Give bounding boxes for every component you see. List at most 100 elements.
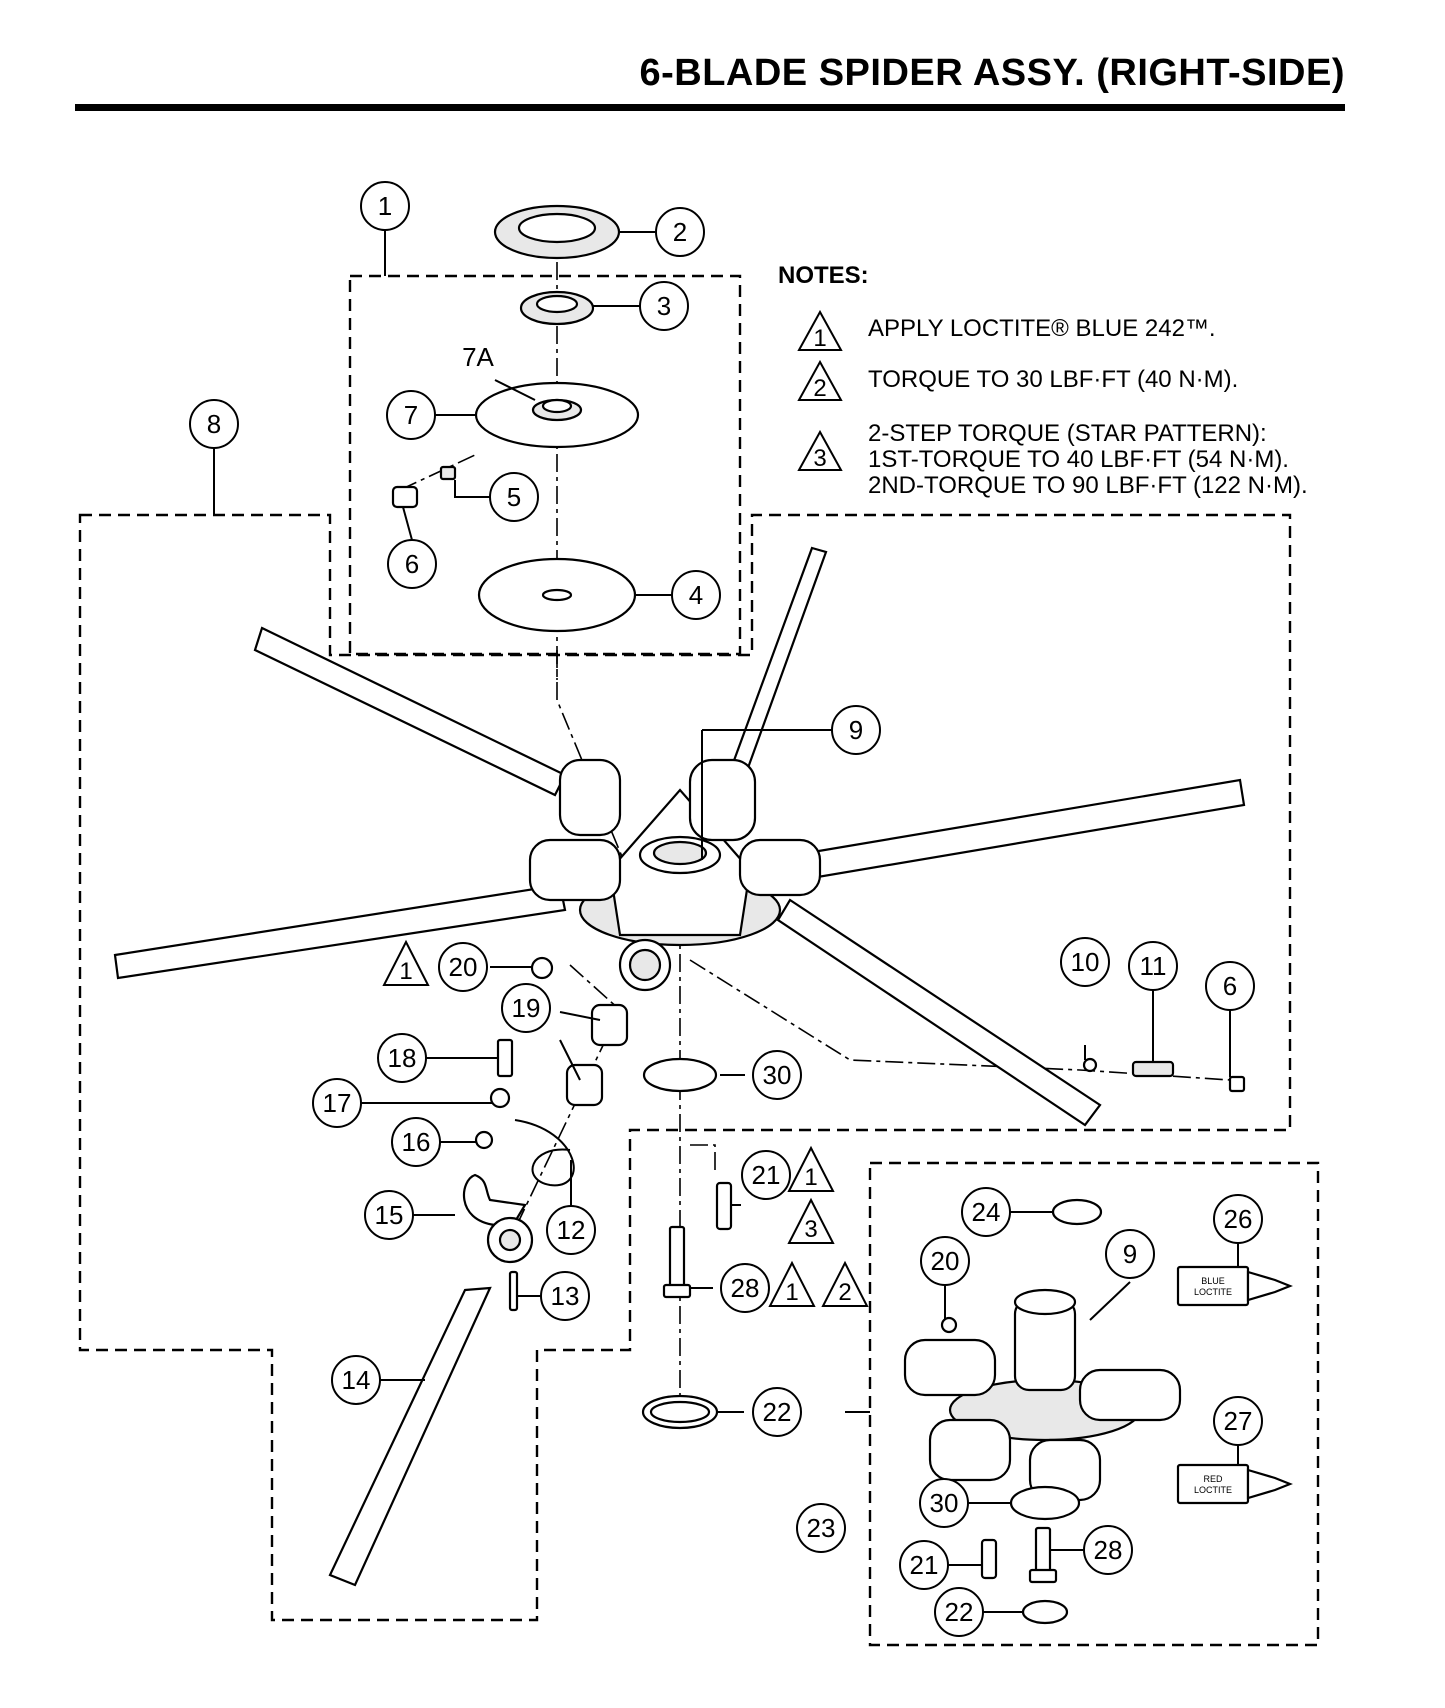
callout-5: 5	[489, 472, 539, 522]
svg-text:27: 27	[1224, 1406, 1253, 1436]
callout-17: 17	[312, 1078, 362, 1128]
svg-text:6: 6	[1223, 971, 1237, 1001]
part-15-bracket	[462, 1173, 534, 1264]
svg-text:1: 1	[378, 191, 392, 221]
kit-part-22-ring	[1021, 1599, 1069, 1625]
callout-2: 2	[655, 207, 705, 257]
svg-text:12: 12	[557, 1215, 586, 1245]
group-box-8	[78, 513, 1292, 1622]
callout-30b: 30	[919, 1478, 969, 1528]
svg-text:5: 5	[507, 482, 521, 512]
callout-1: 1	[360, 181, 410, 231]
part-20-note-triangle: 1	[382, 939, 430, 986]
callout-13: 13	[540, 1271, 590, 1321]
part-16-washer	[474, 1130, 494, 1150]
svg-text:9: 9	[849, 715, 863, 745]
svg-text:1: 1	[399, 958, 412, 985]
svg-text:15: 15	[375, 1200, 404, 1230]
callout-8: 8	[189, 399, 239, 449]
svg-text:14: 14	[342, 1365, 371, 1395]
callout-30: 30	[752, 1050, 802, 1100]
callout-21: 21	[741, 1150, 791, 1200]
svg-text:17: 17	[323, 1088, 352, 1118]
callout-3: 3	[639, 281, 689, 331]
notes-heading: NOTES:	[778, 262, 869, 289]
part-17-nut	[489, 1087, 511, 1109]
part-28-note-triangle-1: 1	[768, 1260, 816, 1307]
callout-24: 24	[961, 1187, 1011, 1237]
svg-text:10: 10	[1071, 947, 1100, 977]
note-3-line-3: 2ND-TORQUE TO 90 LBF·FT (122 N·M).	[868, 472, 1308, 499]
part-18-bolt	[496, 1038, 514, 1078]
callout-6: 6	[387, 539, 437, 589]
svg-text:2: 2	[813, 375, 826, 402]
page-title: 6-BLADE SPIDER ASSY. (RIGHT-SIDE)	[639, 52, 1345, 94]
callout-28: 28	[720, 1263, 770, 1313]
note-2-triangle: 2	[797, 359, 843, 402]
callout-7: 7	[386, 390, 436, 440]
part-13-pin	[508, 1270, 519, 1312]
callout-4: 4	[671, 570, 721, 620]
red-tube-label-1: RED	[1203, 1474, 1223, 1484]
callout-27: 27	[1213, 1396, 1263, 1446]
part-27-red-loctite-tube: RED LOCTITE	[1176, 1463, 1293, 1505]
part-10-11-6-fittings	[1082, 1057, 1246, 1093]
svg-text:3: 3	[657, 291, 671, 321]
callout-19: 19	[501, 983, 551, 1033]
callout-20b: 20	[920, 1236, 970, 1286]
blue-tube-label-1: BLUE	[1201, 1276, 1225, 1286]
part-4-disc	[477, 557, 637, 633]
note-1-text: APPLY LOCTITE® BLUE 242™.	[868, 315, 1216, 342]
part-2-seal	[493, 204, 621, 260]
svg-text:2: 2	[673, 217, 687, 247]
note-3-line-1: 2-STEP TORQUE (STAR PATTERN):	[868, 420, 1267, 447]
part-19-sleeves	[565, 1003, 629, 1107]
note-2-text: TORQUE TO 30 LBF·FT (40 N·M).	[868, 366, 1239, 393]
part-7-cover	[474, 381, 640, 449]
svg-text:24: 24	[972, 1197, 1001, 1227]
note-3-line-2: 1ST-TORQUE TO 40 LBF·FT (54 N·M).	[868, 446, 1289, 473]
callout-21b: 21	[899, 1540, 949, 1590]
svg-text:6: 6	[405, 549, 419, 579]
note-3-triangle: 3	[797, 429, 843, 472]
kit-part-28-bolt	[1028, 1526, 1058, 1584]
part-22-ring	[641, 1394, 719, 1430]
part-6-cap	[391, 485, 419, 509]
callout-18: 18	[377, 1033, 427, 1083]
kit-part-21-bolt	[980, 1538, 998, 1580]
svg-text:20: 20	[931, 1246, 960, 1276]
svg-text:4: 4	[689, 580, 703, 610]
callout-9: 9	[831, 705, 881, 755]
part-24-oring	[1051, 1198, 1103, 1226]
svg-text:30: 30	[930, 1488, 959, 1518]
callout-15: 15	[364, 1190, 414, 1240]
svg-text:1: 1	[804, 1164, 817, 1191]
part-5-fitting	[439, 465, 457, 481]
callout-16: 16	[391, 1117, 441, 1167]
svg-text:1: 1	[813, 325, 826, 352]
svg-text:18: 18	[388, 1043, 417, 1073]
svg-text:28: 28	[731, 1273, 760, 1303]
callout-6b: 6	[1205, 961, 1255, 1011]
blue-tube-label-2: LOCTITE	[1194, 1287, 1232, 1297]
part-12-spring	[514, 1119, 575, 1187]
svg-text:22: 22	[763, 1397, 792, 1427]
callout-22: 22	[752, 1387, 802, 1437]
svg-text:21: 21	[752, 1160, 781, 1190]
part-28-note-triangle-2: 2	[821, 1260, 869, 1307]
callout-11: 11	[1128, 941, 1178, 991]
callout-26: 26	[1213, 1194, 1263, 1244]
svg-text:28: 28	[1094, 1535, 1123, 1565]
svg-text:22: 22	[945, 1597, 974, 1627]
svg-text:9: 9	[1123, 1239, 1137, 1269]
svg-text:8: 8	[207, 409, 221, 439]
part-21-note-triangle-3: 3	[787, 1197, 835, 1244]
svg-text:30: 30	[763, 1060, 792, 1090]
svg-text:26: 26	[1224, 1204, 1253, 1234]
part-30-plate	[642, 1057, 718, 1093]
svg-text:23: 23	[807, 1513, 836, 1543]
callout-7a-label: 7A	[462, 342, 494, 372]
svg-text:20: 20	[449, 952, 478, 982]
svg-text:19: 19	[512, 993, 541, 1023]
